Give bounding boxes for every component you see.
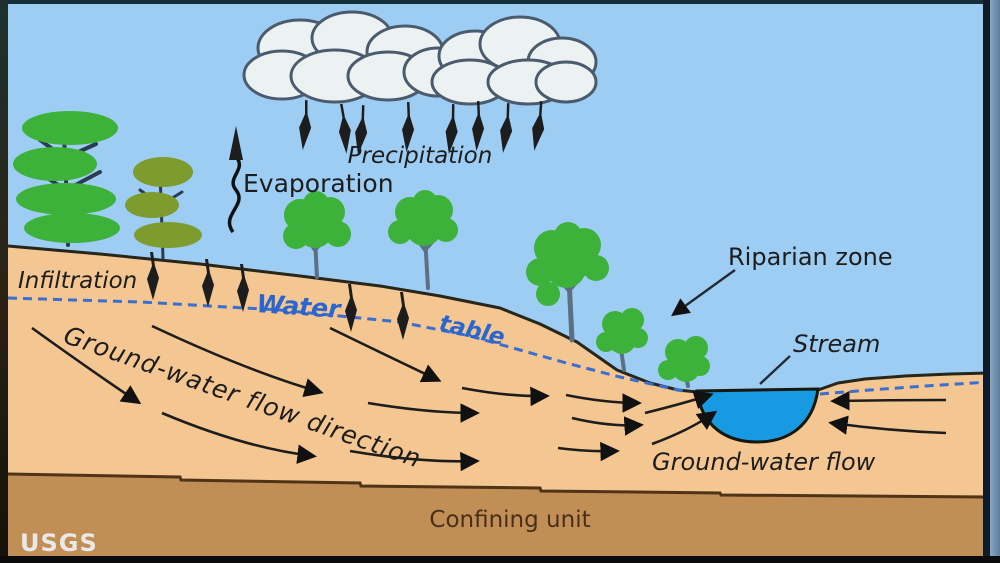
infiltration-arrows bbox=[147, 252, 409, 340]
frame-bottom bbox=[0, 556, 1000, 563]
frame-top bbox=[0, 0, 1000, 4]
water-table-line bbox=[7, 296, 990, 396]
tree-riparian-1 bbox=[596, 308, 648, 372]
label-precipitation: Precipitation bbox=[348, 143, 493, 169]
riparian-zone-pointer bbox=[671, 269, 736, 317]
tree-round-1 bbox=[283, 191, 351, 279]
tree-olive bbox=[125, 157, 202, 260]
land-surface-line-right bbox=[817, 371, 990, 392]
tree-large-left bbox=[13, 111, 120, 247]
label-stream: Stream bbox=[793, 330, 880, 358]
precipitation-arrows bbox=[299, 100, 545, 155]
confining-unit-boundary bbox=[7, 472, 990, 499]
tree-riparian-2 bbox=[658, 336, 710, 388]
usgs-watermark: USGS bbox=[20, 529, 98, 557]
tree-round-2 bbox=[388, 190, 458, 290]
tree-slope bbox=[526, 222, 609, 343]
label-infiltration: Infiltration bbox=[18, 268, 137, 294]
evaporation-arrow bbox=[227, 126, 243, 234]
label-riparian-zone: Riparian zone bbox=[728, 243, 893, 271]
frame-right-dark bbox=[983, 0, 990, 563]
groundwater-flow-arrows bbox=[31, 324, 947, 472]
label-water-table-word1: Water bbox=[256, 289, 343, 324]
stream-pointer bbox=[759, 355, 791, 385]
aquifer-ground bbox=[8, 246, 989, 556]
label-groundwater-flow: Ground-water flow bbox=[652, 448, 876, 476]
confining-unit-layer bbox=[7, 472, 990, 556]
frame-right-light bbox=[990, 0, 1000, 563]
label-evaporation: Evaporation bbox=[243, 169, 394, 198]
frame-left bbox=[0, 0, 8, 563]
label-confining-unit: Confining unit bbox=[429, 507, 590, 533]
trees bbox=[13, 111, 710, 388]
clouds bbox=[242, 10, 598, 106]
